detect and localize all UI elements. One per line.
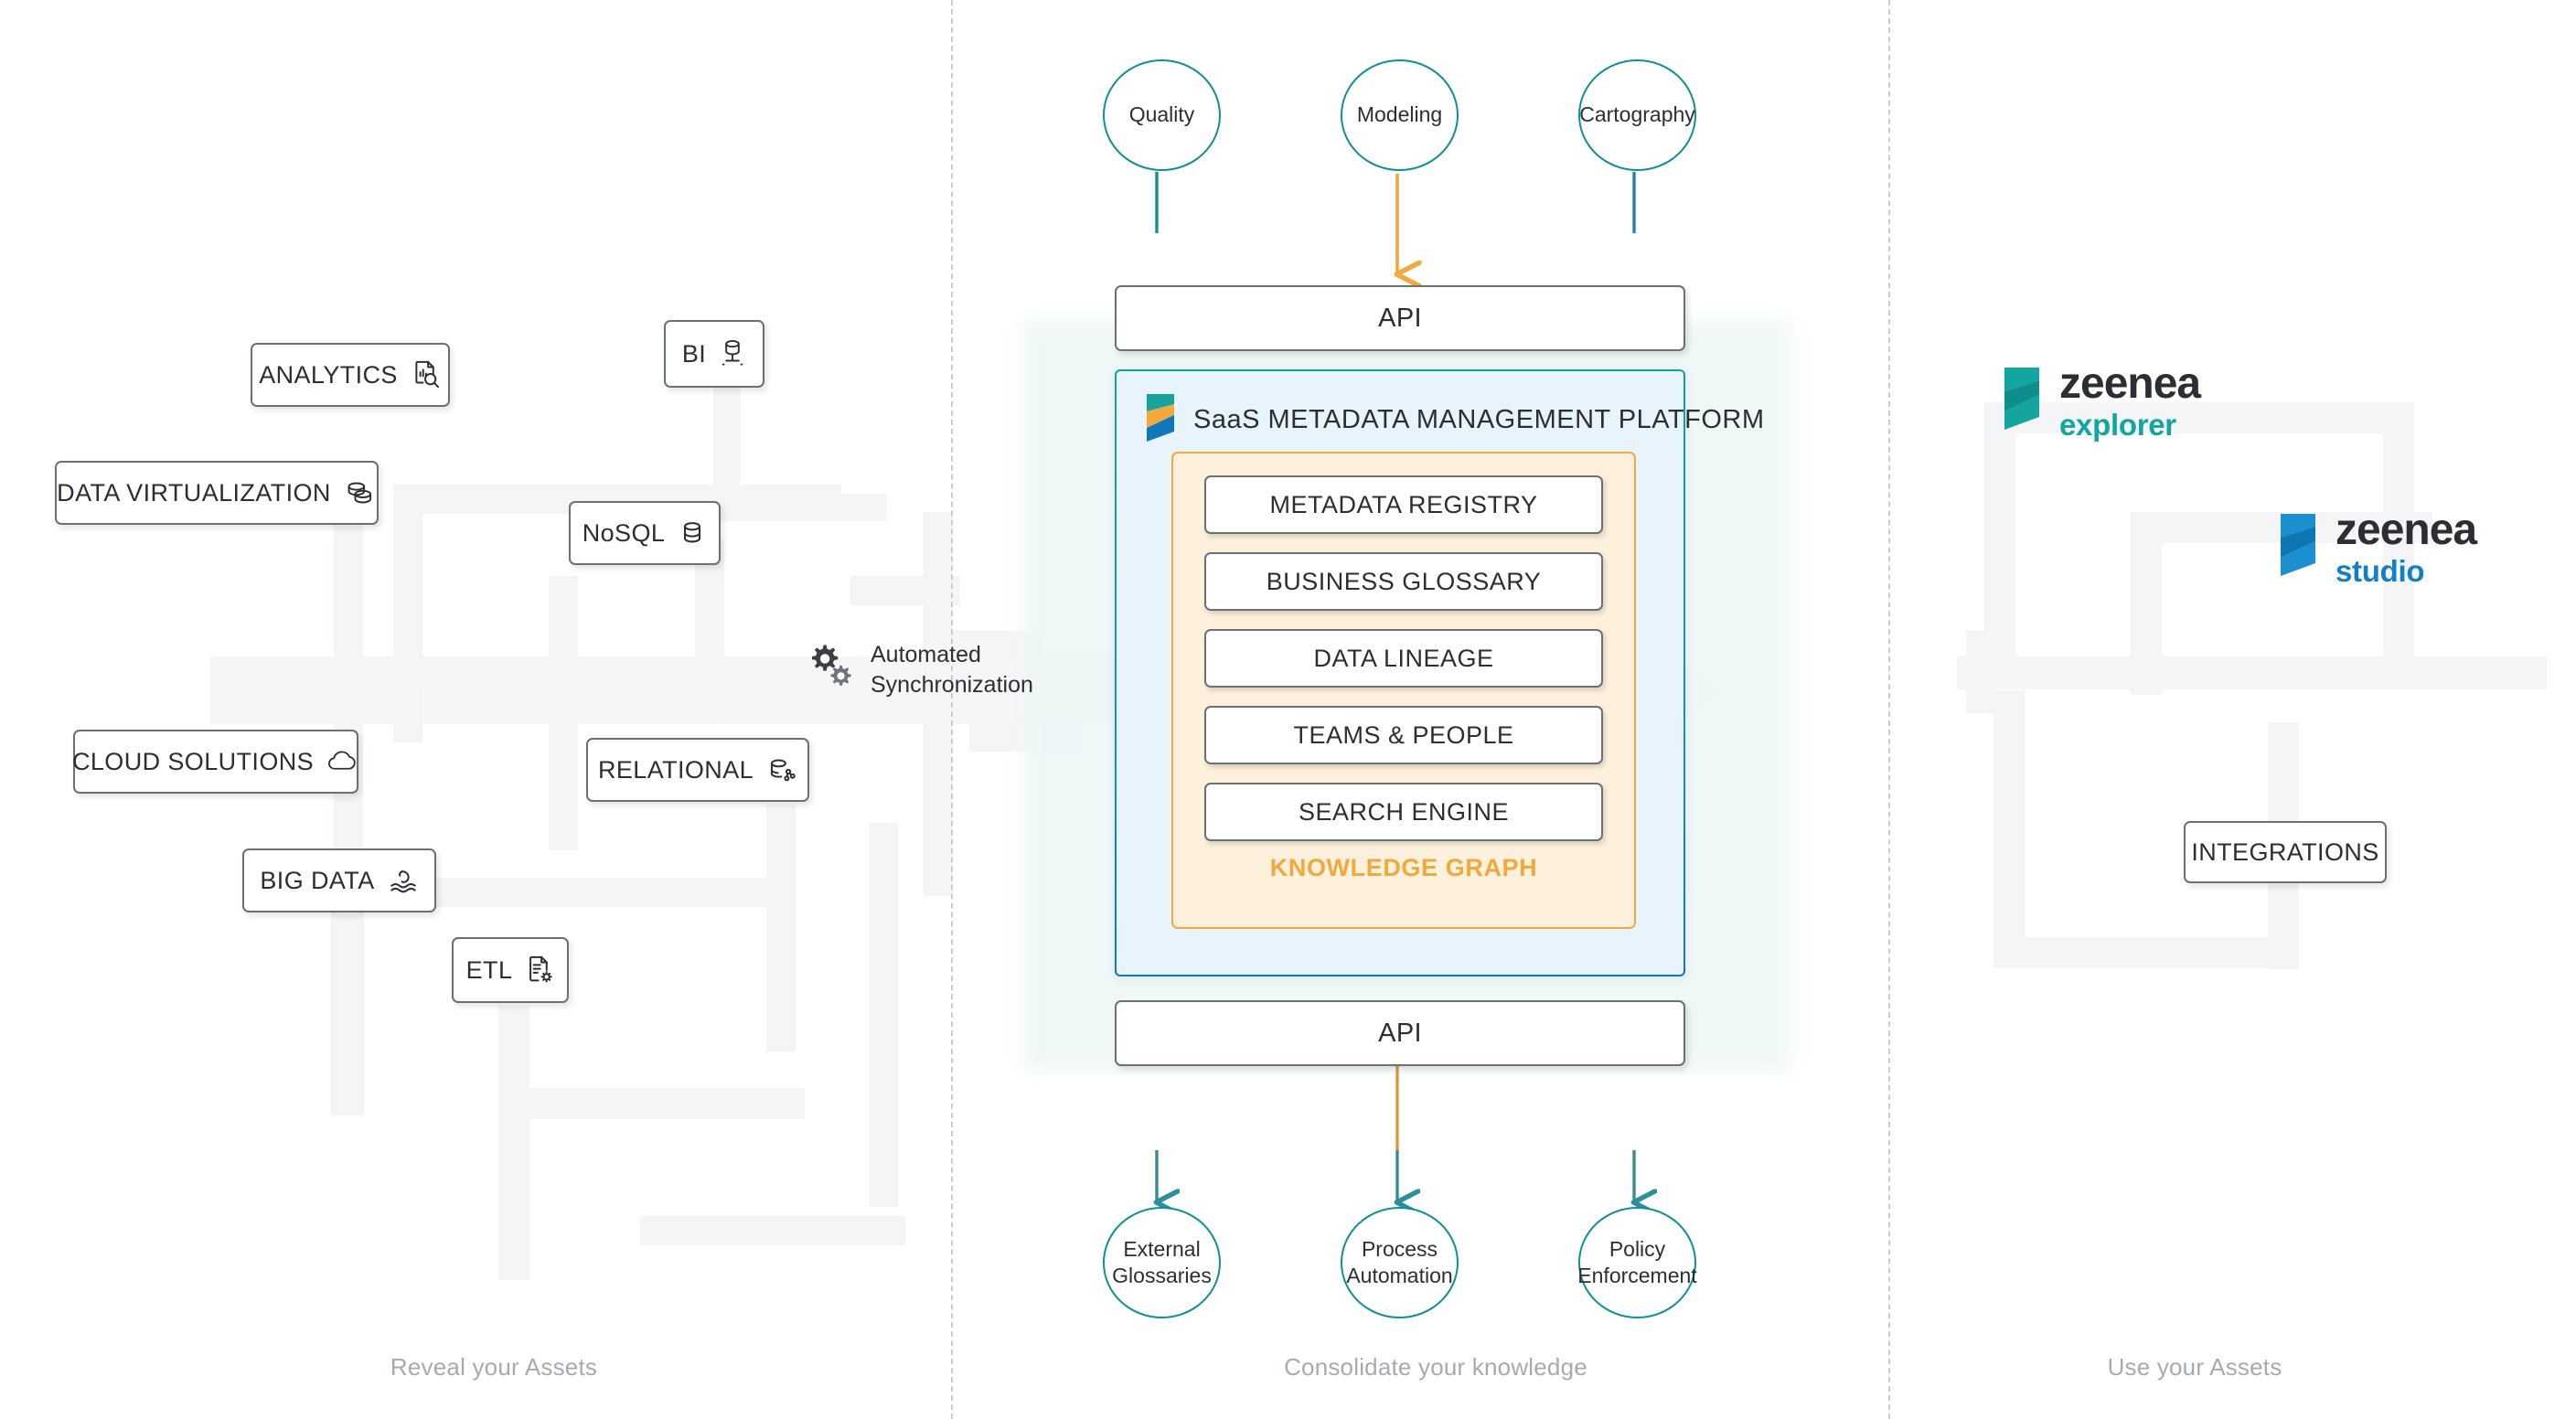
data-wave-icon xyxy=(388,866,419,895)
capability-search-engine[interactable]: SEARCH ENGINE xyxy=(1204,783,1603,841)
product-logo-word: zeenea xyxy=(2059,359,2201,408)
zone-caption-center: Consolidate your knowledge xyxy=(1284,1353,1587,1381)
knowledge-graph-label: KNOWLEDGE GRAPH xyxy=(1269,854,1538,881)
product-logo-text: zeenea studio xyxy=(2336,506,2477,588)
product-logo-zeenea-studio[interactable]: zeenea studio xyxy=(2277,506,2477,588)
source-chip-label: BIG DATA xyxy=(260,866,375,894)
bottom-node-label: Process Automation xyxy=(1346,1236,1453,1287)
gears-icon xyxy=(801,641,858,700)
capability-metadata-registry[interactable]: METADATA REGISTRY xyxy=(1204,475,1603,534)
source-chip-label: NoSQL xyxy=(582,518,666,547)
zone-caption-left: Reveal your Assets xyxy=(390,1353,598,1381)
knowledge-graph-box: METADATA REGISTRY BUSINESS GLOSSARY DATA… xyxy=(1171,452,1636,929)
platform-title: SaaS METADATA MANAGEMENT PLATFORM xyxy=(1193,405,1765,434)
product-logo-sub: explorer xyxy=(2059,408,2176,442)
target-chip-integrations[interactable]: INTEGRATIONS xyxy=(2184,821,2387,883)
bottom-node-policy-enforcement[interactable]: Policy Enforcement xyxy=(1577,1207,1697,1318)
product-logo-text: zeenea explorer xyxy=(2059,359,2201,442)
cloud-icon xyxy=(326,748,359,775)
product-logo-sub: studio xyxy=(2336,554,2425,588)
zone-caption-right: Use your Assets xyxy=(2107,1353,2282,1381)
source-chip-data-virtualization[interactable]: DATA VIRTUALIZATION xyxy=(55,461,379,525)
api-label: API xyxy=(1378,1018,1422,1048)
document-chart-search-icon xyxy=(411,359,442,390)
top-node-quality[interactable]: Quality xyxy=(1103,59,1221,171)
source-chip-label: BI xyxy=(681,339,707,368)
product-logo-zeenea-explorer[interactable]: zeenea explorer xyxy=(2001,359,2201,442)
source-chip-etl[interactable]: ETL xyxy=(452,937,569,1003)
zeenea-mark-icon xyxy=(1144,391,1177,449)
automated-synchronization-label: Automated Synchronization xyxy=(871,642,1033,698)
capability-label: BUSINESS GLOSSARY xyxy=(1266,567,1542,595)
capability-teams-and-people[interactable]: TEAMS & PEOPLE xyxy=(1204,706,1603,764)
capability-label: SEARCH ENGINE xyxy=(1298,797,1510,826)
source-chip-cloud-solutions[interactable]: CLOUD SOLUTIONS xyxy=(71,730,359,794)
top-node-modeling[interactable]: Modeling xyxy=(1341,59,1459,171)
zeenea-mark-blue-icon xyxy=(2277,510,2319,584)
top-node-label: Quality xyxy=(1128,102,1195,127)
source-chip-label: ANALYTICS xyxy=(259,360,398,389)
api-label: API xyxy=(1378,303,1422,333)
target-chip-label: INTEGRATIONS xyxy=(2191,838,2379,866)
top-node-label: Cartography xyxy=(1579,102,1695,127)
platform-title-row: SaaS METADATA MANAGEMENT PLATFORM xyxy=(1144,391,1765,449)
bottom-node-label: External Glossaries xyxy=(1112,1236,1212,1287)
bottom-node-external-glossaries[interactable]: External Glossaries xyxy=(1103,1207,1221,1318)
stacked-disks-icon xyxy=(344,477,377,508)
capability-label: TEAMS & PEOPLE xyxy=(1293,720,1514,749)
capability-label: METADATA REGISTRY xyxy=(1269,490,1538,518)
database-network-icon xyxy=(766,755,797,784)
automated-synchronization: Automated Synchronization xyxy=(801,640,1033,700)
document-gear-icon xyxy=(525,955,554,986)
top-node-cartography[interactable]: Cartography xyxy=(1578,59,1696,171)
api-box-bottom[interactable]: API xyxy=(1115,1000,1685,1066)
database-icon xyxy=(678,518,707,548)
source-chip-analytics[interactable]: ANALYTICS xyxy=(251,343,450,407)
source-chip-label: CLOUD SOLUTIONS xyxy=(71,747,315,775)
source-chip-big-data[interactable]: BIG DATA xyxy=(242,848,436,912)
capability-label: DATA LINEAGE xyxy=(1313,644,1494,672)
capability-business-glossary[interactable]: BUSINESS GLOSSARY xyxy=(1204,552,1603,611)
source-chip-label: DATA VIRTUALIZATION xyxy=(57,478,331,507)
zeenea-mark-teal-icon xyxy=(2001,364,2043,438)
source-chip-relational[interactable]: RELATIONAL xyxy=(586,738,809,802)
capability-data-lineage[interactable]: DATA LINEAGE xyxy=(1204,629,1603,688)
source-chip-label: RELATIONAL xyxy=(597,755,754,784)
database-stand-icon xyxy=(719,337,746,370)
bottom-node-label: Policy Enforcement xyxy=(1577,1236,1697,1287)
source-chip-nosql[interactable]: NoSQL xyxy=(569,501,721,565)
bottom-node-process-automation[interactable]: Process Automation xyxy=(1341,1207,1459,1318)
top-node-label: Modeling xyxy=(1356,102,1443,127)
source-chip-label: ETL xyxy=(465,955,513,984)
product-logo-word: zeenea xyxy=(2336,506,2477,554)
api-box-top[interactable]: API xyxy=(1115,285,1685,351)
source-chip-bi[interactable]: BI xyxy=(664,320,764,388)
